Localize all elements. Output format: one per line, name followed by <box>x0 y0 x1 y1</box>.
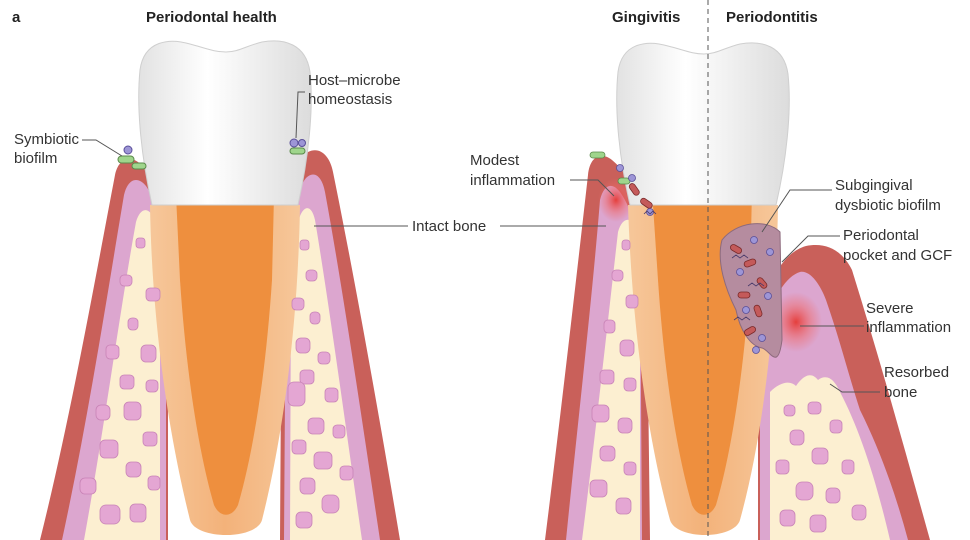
label-subgingival-biofilm: Subgingival dysbiotic biofilm <box>762 177 941 232</box>
label-host-microbe-homeostasis: Host–microbe homeostasis <box>296 72 401 138</box>
title-periodontitis: Periodontitis <box>726 9 818 26</box>
svg-text:dysbiotic biofilm: dysbiotic biofilm <box>835 197 941 214</box>
label-symbiotic-biofilm: Symbiotic biofilm <box>14 131 122 167</box>
svg-text:pocket and GCF: pocket and GCF <box>843 247 952 264</box>
title-gingivitis: Gingivitis <box>612 9 680 26</box>
svg-text:homeostasis: homeostasis <box>308 91 392 108</box>
svg-text:inflammation: inflammation <box>866 319 951 336</box>
svg-text:Modest: Modest <box>470 152 520 169</box>
svg-text:Resorbed: Resorbed <box>884 364 949 381</box>
svg-text:Symbiotic: Symbiotic <box>14 131 80 148</box>
label-intact-bone: Intact bone <box>314 218 606 235</box>
disease-crown <box>617 43 790 205</box>
svg-text:Periodontal: Periodontal <box>843 227 919 244</box>
svg-text:Severe: Severe <box>866 300 914 317</box>
svg-text:Host–microbe: Host–microbe <box>308 72 401 89</box>
svg-text:bone: bone <box>884 384 917 401</box>
health-crown <box>139 41 312 205</box>
panel-letter: a <box>12 9 21 26</box>
svg-text:biofilm: biofilm <box>14 150 57 167</box>
svg-text:inflammation: inflammation <box>470 172 555 189</box>
title-periodontal-health: Periodontal health <box>146 9 277 26</box>
health-panel <box>40 41 400 540</box>
disease-panel <box>545 0 930 540</box>
svg-text:Subgingival: Subgingival <box>835 177 913 194</box>
svg-text:Intact bone: Intact bone <box>412 218 486 235</box>
